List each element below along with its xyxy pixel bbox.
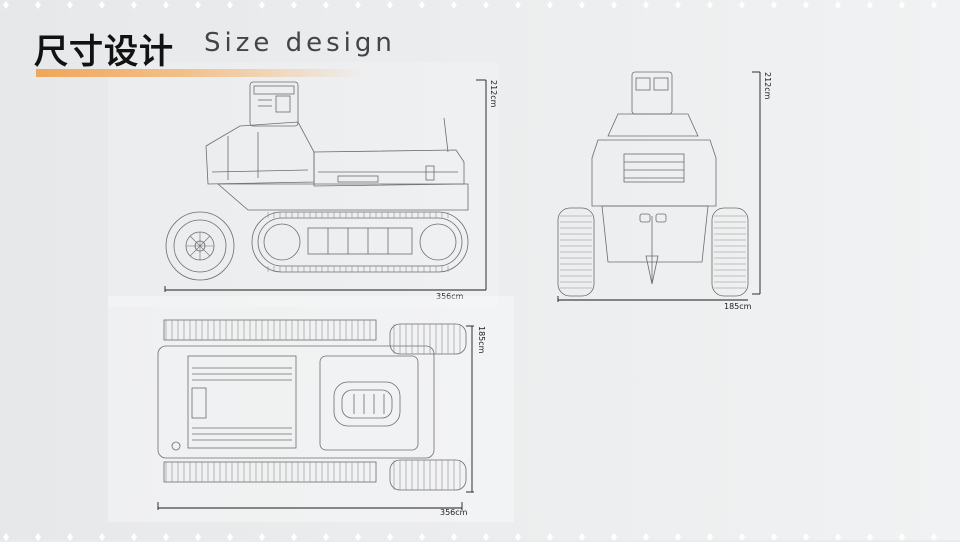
top-view-drawing	[157, 319, 474, 510]
top-view-panel: 356cm 185cm	[108, 296, 514, 522]
side-height-label: 212cm	[489, 80, 498, 108]
bottom-diamond-border	[3, 533, 937, 541]
front-view-drawing	[557, 71, 761, 302]
page-title: 尺寸设计	[34, 32, 174, 72]
side-length-label: 356cm	[436, 292, 464, 301]
title-accent-bar	[36, 69, 366, 77]
page-subtitle: Size design	[204, 28, 396, 58]
top-length-label: 356cm	[440, 508, 468, 517]
front-height-label: 212cm	[763, 72, 772, 100]
side-view-panel: 356cm 212cm	[108, 62, 498, 307]
front-width-label: 185cm	[724, 302, 752, 311]
side-view-drawing	[164, 79, 487, 292]
top-width-label: 185cm	[477, 326, 486, 354]
top-diamond-border	[3, 1, 937, 9]
front-view-panel: 185cm 212cm	[548, 66, 778, 316]
